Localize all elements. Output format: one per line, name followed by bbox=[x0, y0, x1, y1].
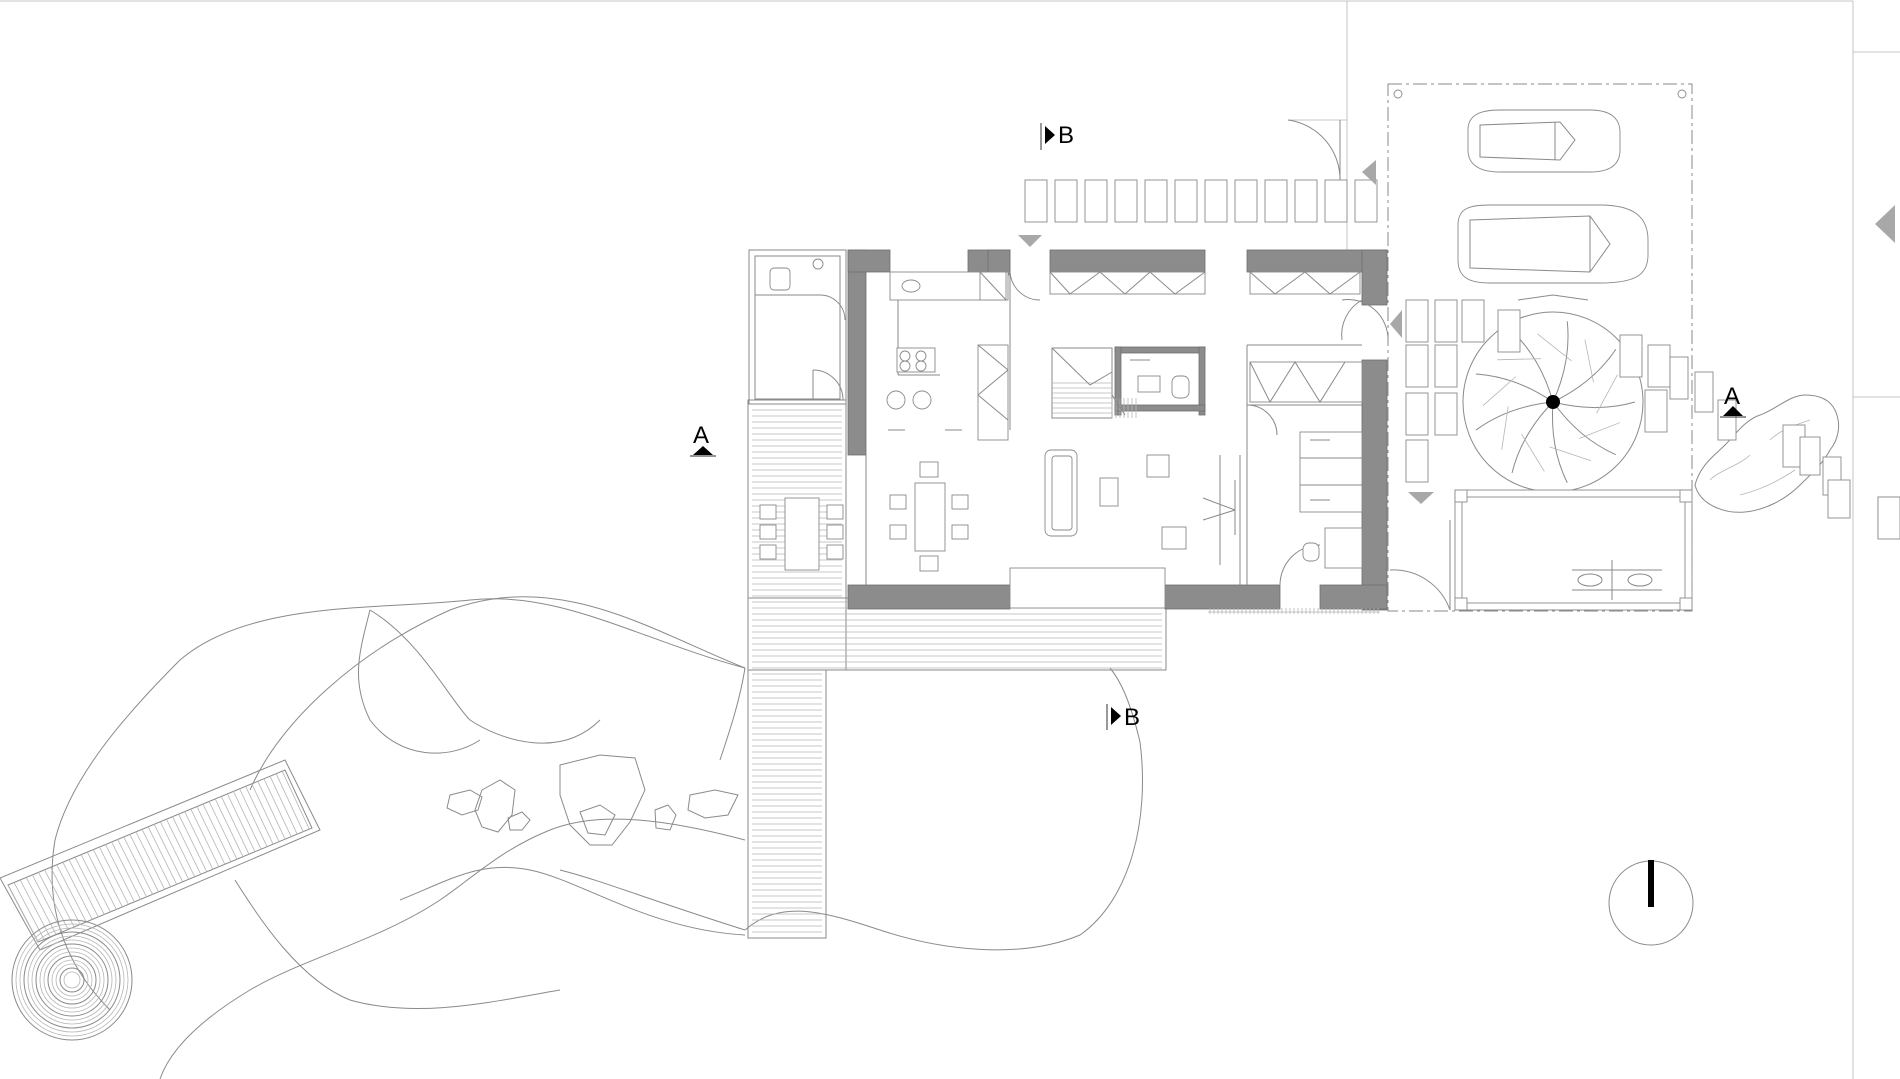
bathroom bbox=[1130, 359, 1190, 399]
section-marker-a-left: A bbox=[690, 422, 716, 457]
section-label-a-left: A bbox=[693, 422, 709, 449]
dining-set bbox=[889, 461, 969, 572]
tree-icon bbox=[1462, 294, 1644, 493]
section-marker-a-right: A bbox=[1720, 383, 1746, 418]
stepping-stones-right bbox=[1669, 356, 1900, 540]
bicycle-icon bbox=[1572, 560, 1662, 600]
carport bbox=[1287, 83, 1693, 612]
paving-stones bbox=[1405, 299, 1671, 483]
garden-paths bbox=[51, 596, 1143, 1079]
section-label-b-top: B bbox=[1058, 122, 1074, 149]
section-label-b-bottom: B bbox=[1124, 704, 1140, 731]
garden-stones bbox=[446, 754, 739, 846]
car-icon bbox=[1457, 204, 1649, 284]
staircase bbox=[1051, 347, 1137, 419]
kitchen bbox=[886, 271, 1009, 441]
entrance-markers bbox=[1018, 160, 1895, 504]
annex-building bbox=[748, 249, 847, 405]
bedroom bbox=[1299, 431, 1363, 569]
living-room bbox=[1009, 449, 1236, 609]
jetty-deck bbox=[0, 759, 321, 951]
terrace-dining-set bbox=[759, 497, 844, 571]
north-arrow-icon bbox=[1608, 860, 1694, 946]
dimension-line bbox=[1208, 608, 1380, 614]
stepping-stones-top bbox=[1024, 179, 1378, 223]
car-icon bbox=[1467, 109, 1621, 173]
section-marker-b-bottom: B bbox=[1106, 704, 1140, 731]
round-platform bbox=[11, 919, 133, 1041]
section-marker-b-top: B bbox=[1040, 122, 1074, 150]
wardrobes bbox=[1049, 271, 1363, 404]
section-label-a-right: A bbox=[1724, 383, 1740, 410]
pergola bbox=[1454, 489, 1693, 611]
